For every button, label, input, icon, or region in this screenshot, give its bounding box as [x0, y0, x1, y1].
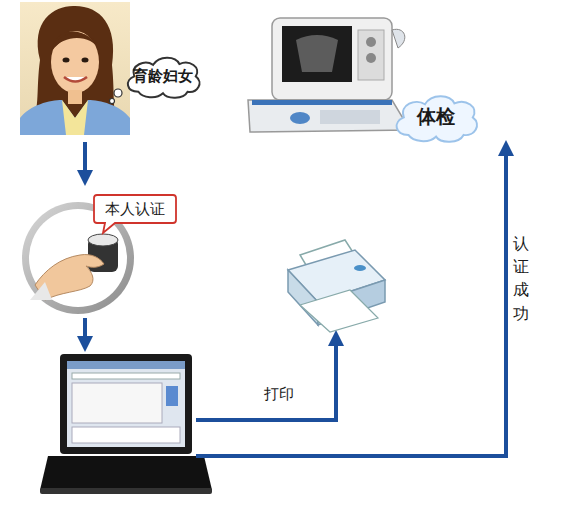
laptop-part [60, 354, 192, 454]
ultrasound-machine-part [358, 30, 384, 80]
laptop-part [72, 373, 180, 379]
woman-figure-part [82, 58, 89, 63]
woman-figure-part [51, 31, 99, 52]
ultrasound-machine-part [272, 18, 392, 100]
flow-arrow-part [83, 142, 87, 178]
text-group: 育龄妇女 [133, 67, 193, 86]
text-group: 本人认证 [105, 200, 165, 219]
flow-arrow-part [83, 318, 87, 344]
ultrasound-machine-part [366, 53, 376, 63]
fingerprint-scanner-part [88, 234, 118, 246]
ultrasound-machine-part [282, 26, 352, 82]
woman-figure-part [20, 2, 130, 135]
node-text: 本人认证 [105, 200, 165, 219]
ultrasound-machine-part [392, 29, 405, 48]
laptop-part [72, 427, 180, 443]
woman-figure-part [68, 90, 82, 104]
ultrasound-machine-part [296, 35, 338, 72]
ultrasound-machine-part [320, 110, 380, 124]
laptop-part [67, 361, 185, 447]
woman-figure [20, 2, 130, 135]
node-text: 体检 [417, 104, 455, 130]
cloud-shape [128, 58, 200, 98]
ultrasound-machine-part [290, 112, 310, 124]
woman-figure-part [52, 33, 99, 50]
printer-part [300, 290, 378, 332]
ultrasound-machine-part [366, 37, 376, 47]
laptop-part [72, 383, 162, 423]
printer-part [354, 265, 366, 271]
laptop [40, 354, 212, 494]
woman-figure-part [20, 100, 130, 135]
flow-line [196, 148, 506, 456]
ultrasound-machine-part [248, 100, 410, 132]
woman-figure-part [63, 58, 70, 63]
laptop-part [40, 456, 212, 490]
cloud-node: 体检 [390, 92, 482, 142]
laptop-part [40, 488, 212, 494]
cloud-shape [397, 96, 477, 141]
thought-dots-part [110, 99, 115, 104]
callout-box: 本人认证 [93, 194, 177, 224]
vertical-label: 认证成功 [513, 232, 529, 325]
ultrasound-machine [248, 18, 410, 132]
flow-line-part [196, 148, 506, 456]
fingerprint-scanner-part [30, 282, 52, 300]
laptop-part [166, 386, 178, 406]
text-group: 体检 [417, 104, 455, 130]
flow-line-part [196, 338, 336, 420]
laptop-part [67, 361, 185, 369]
printer [288, 240, 385, 332]
edge-label: 打印 [264, 385, 294, 404]
woman-figure-part [51, 31, 99, 93]
thought-dots-part [114, 89, 122, 97]
callout-shape [94, 195, 176, 233]
woman-figure-part [62, 100, 88, 135]
thought-dots [110, 89, 123, 104]
node-text: 育龄妇女 [133, 67, 193, 86]
ultrasound-machine-part [252, 100, 392, 105]
cloud-node: 育龄妇女 [122, 54, 204, 98]
woman-figure-part [64, 77, 87, 82]
